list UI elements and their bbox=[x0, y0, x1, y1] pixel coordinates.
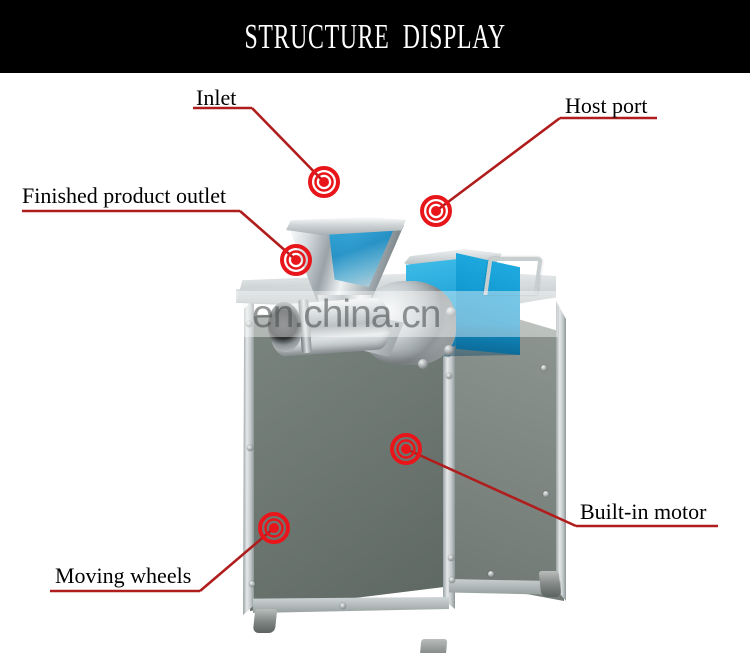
housing-bolt bbox=[444, 345, 454, 355]
callout-label-inlet: Inlet bbox=[196, 85, 237, 110]
cabinet-handle bbox=[483, 257, 543, 295]
cabinet-corner-post-right bbox=[556, 301, 566, 601]
housing-bolt bbox=[446, 307, 456, 317]
rivet bbox=[247, 445, 253, 451]
watermark-band bbox=[236, 291, 558, 337]
caster-wheel bbox=[418, 639, 448, 653]
rivet bbox=[340, 603, 346, 609]
watermark-text: en.china.cn bbox=[252, 293, 441, 336]
rivet bbox=[449, 577, 455, 583]
product-photo: en.china.cn bbox=[0, 73, 750, 653]
cabinet-corner-post-left bbox=[243, 299, 254, 615]
callout-label-finished-product-outlet: Finished product outlet bbox=[22, 183, 227, 208]
callout-label-built-in-motor: Built-in motor bbox=[580, 499, 707, 524]
caster-wheel bbox=[252, 609, 278, 633]
feed-hopper-rim bbox=[286, 217, 406, 235]
page-title: STRUCTURE DISPLAY bbox=[244, 17, 506, 56]
cabinet-bottom-rail-right bbox=[449, 579, 561, 595]
caster-wheel bbox=[538, 571, 562, 597]
machine-illustration: en.china.cn bbox=[0, 73, 750, 653]
rivet bbox=[249, 581, 255, 587]
rivet bbox=[446, 373, 452, 379]
rivet bbox=[543, 491, 549, 497]
callout-label-moving-wheels: Moving wheels bbox=[55, 563, 192, 588]
callout-label-host-port: Host port bbox=[565, 93, 648, 118]
cabinet-bottom-rail-front bbox=[253, 597, 449, 613]
rivet bbox=[448, 555, 454, 561]
motor-box-right-face bbox=[456, 253, 520, 355]
housing-bolt bbox=[418, 359, 428, 369]
rivet bbox=[541, 365, 547, 371]
rivet bbox=[488, 571, 494, 577]
header-bar: STRUCTURE DISPLAY bbox=[0, 0, 750, 73]
rivet bbox=[246, 321, 252, 327]
